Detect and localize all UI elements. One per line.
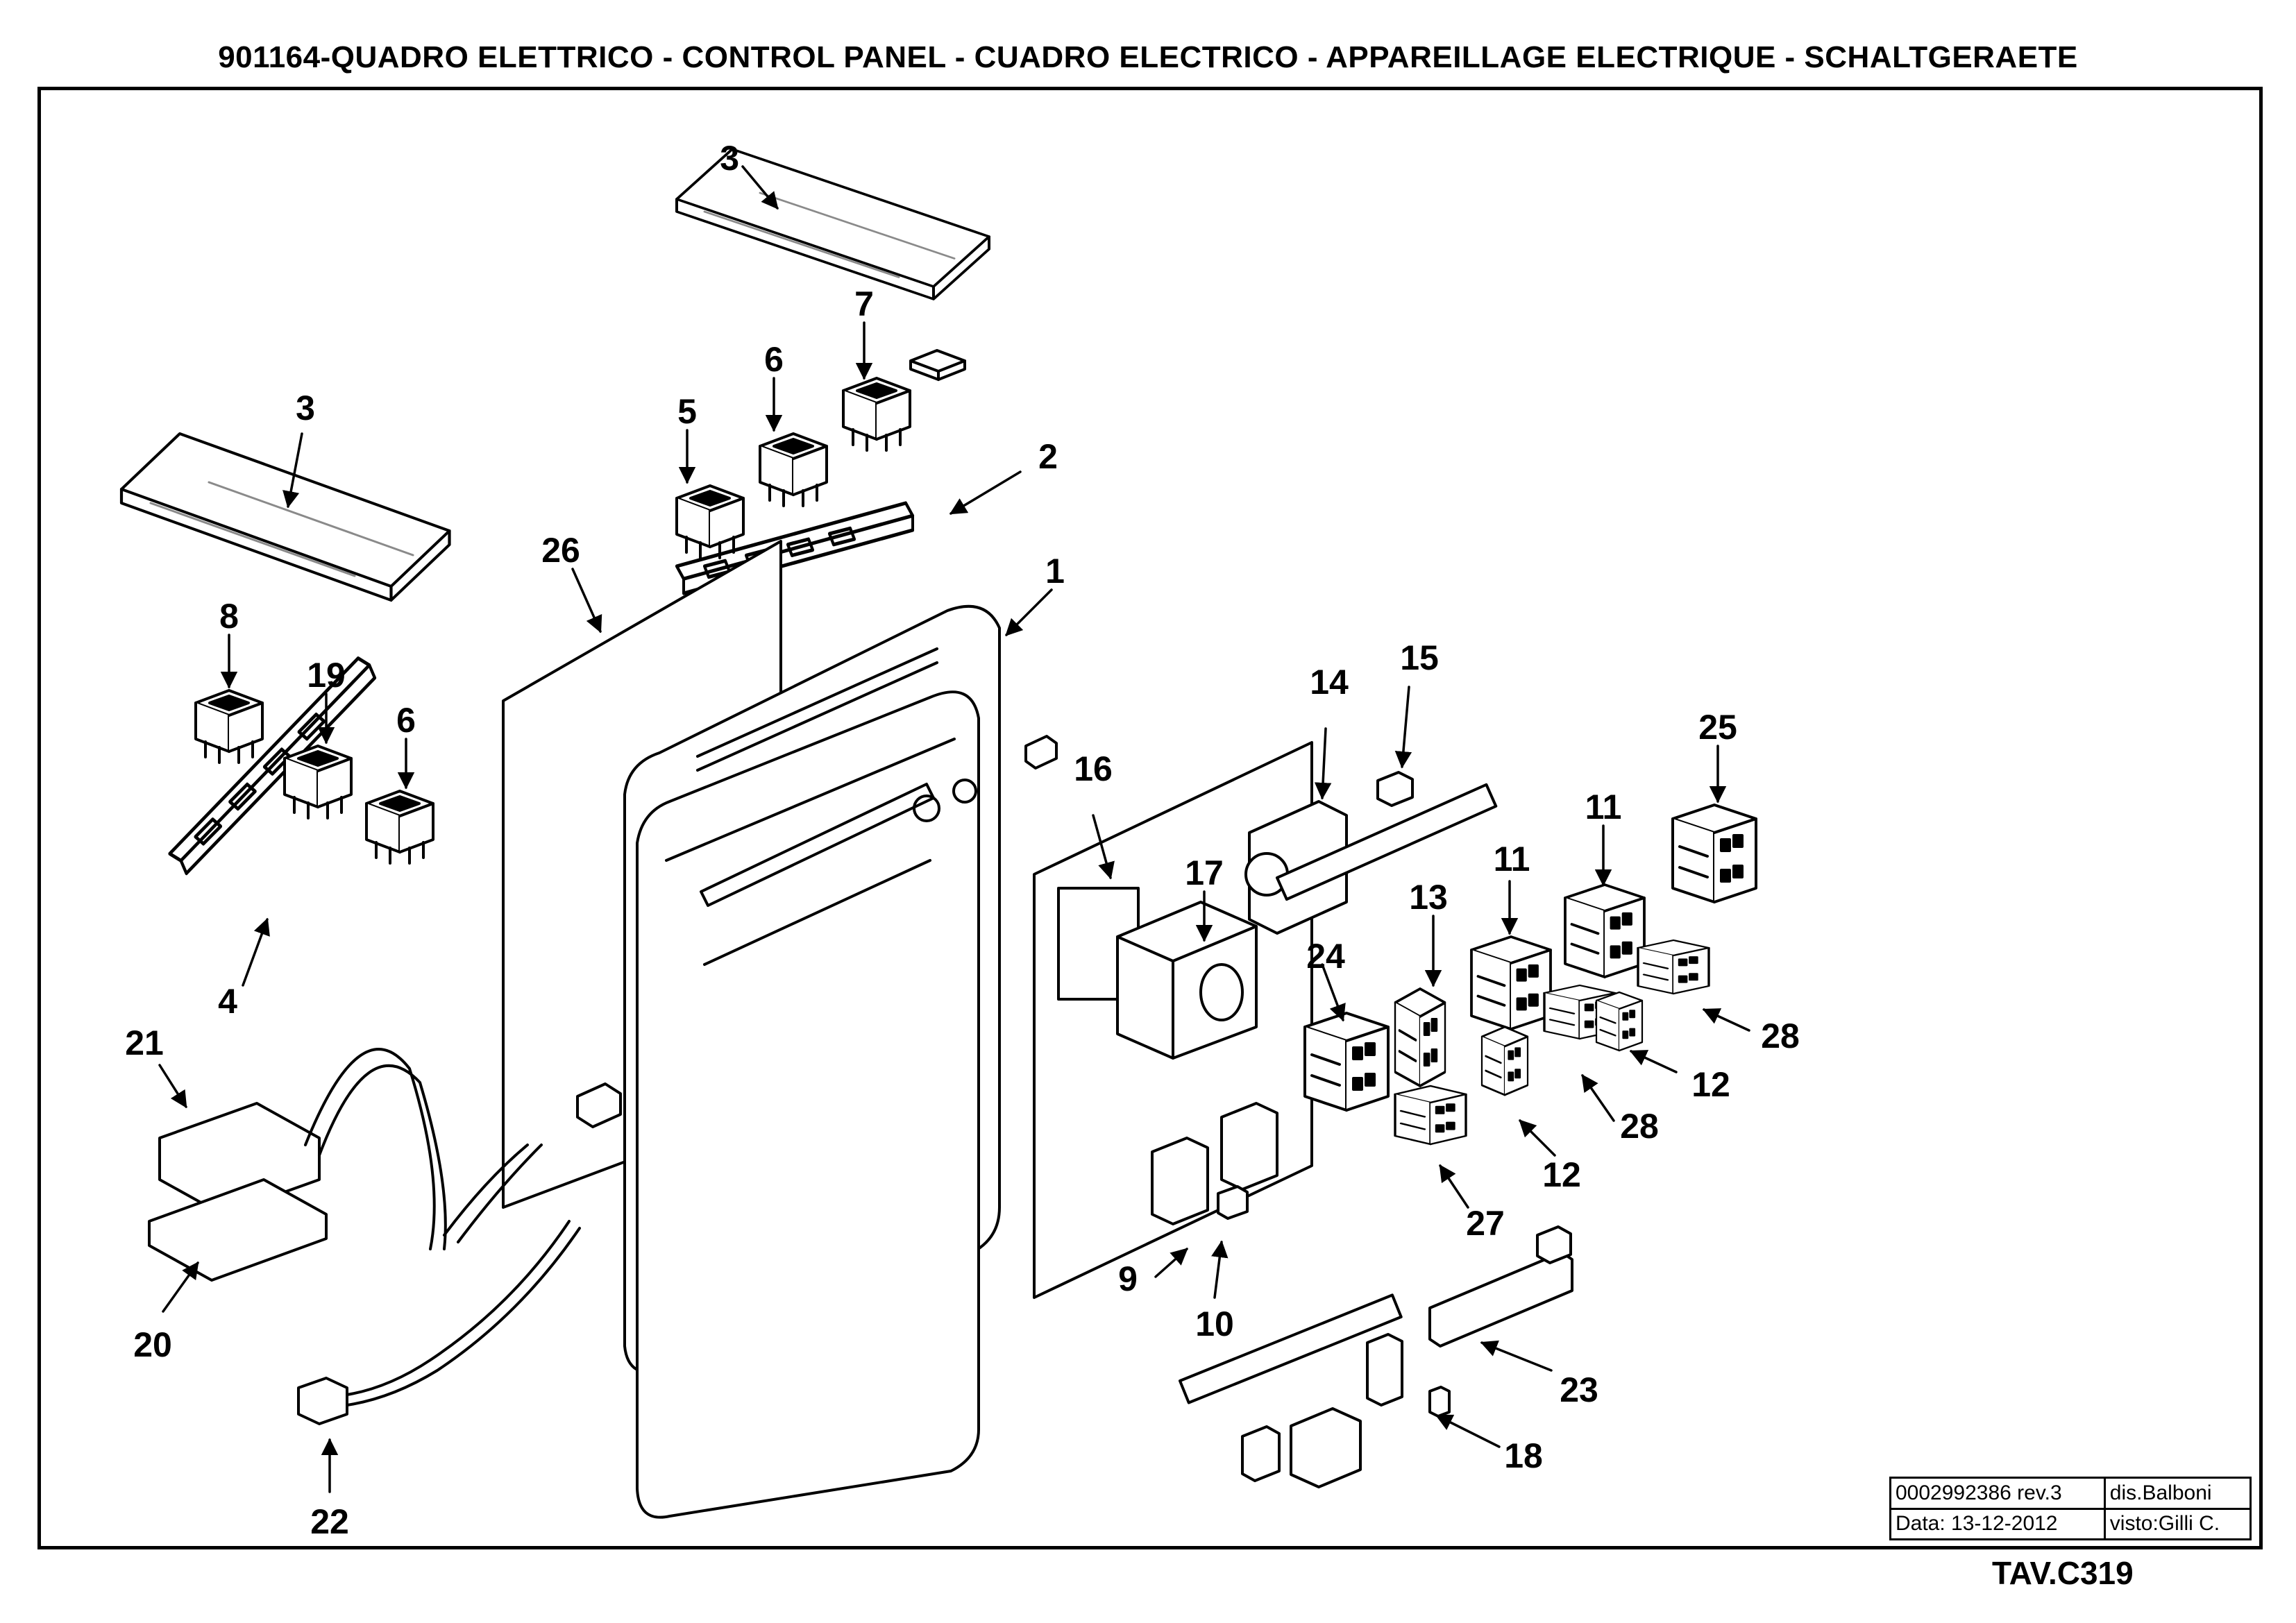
part-label-2: 2	[1038, 437, 1058, 476]
contactor-25	[1671, 804, 1757, 903]
part-label-14: 14	[1310, 663, 1349, 702]
switch-6-top	[759, 432, 828, 507]
terminals-bottom	[1241, 1333, 1451, 1488]
switch-cap	[909, 349, 966, 381]
part-label-28-left: 28	[1620, 1107, 1659, 1146]
contactor-24	[1303, 1012, 1390, 1112]
contactor-11-left	[1470, 935, 1552, 1030]
part-label-25: 25	[1698, 708, 1737, 747]
fuse-holders-9-10	[1151, 1102, 1278, 1225]
part-label-16: 16	[1074, 749, 1113, 788]
title-block: 0002992386 rev.3 dis.Balboni Data: 13-12…	[1889, 1477, 2252, 1540]
drawing-date: Data: 13-12-2012	[1889, 1507, 2106, 1540]
checked-by: visto:Gilli C.	[2103, 1507, 2252, 1540]
part-label-9: 9	[1118, 1259, 1138, 1298]
part-label-20: 20	[133, 1325, 172, 1364]
part-label-28-right: 28	[1761, 1017, 1800, 1055]
part-label-24: 24	[1306, 937, 1345, 976]
part-label-7: 7	[854, 284, 874, 323]
part-label-11-right: 11	[1585, 788, 1622, 826]
part-label-1: 1	[1045, 552, 1065, 590]
part-label-11-left: 11	[1494, 840, 1530, 878]
part-label-22: 22	[310, 1502, 349, 1541]
part-label-6-left: 6	[396, 701, 416, 740]
din-rail-lower	[1179, 1293, 1403, 1404]
contactor-11-right	[1564, 883, 1646, 978]
part-label-18: 18	[1504, 1436, 1543, 1475]
relay-13	[1394, 987, 1446, 1087]
part-label-19: 19	[307, 656, 346, 695]
sheet-id: TAV.C319	[1992, 1555, 2134, 1591]
switch-19	[283, 745, 353, 819]
aux-block-28-right	[1637, 939, 1710, 995]
solenoid-connector-22	[297, 1220, 581, 1425]
part-label-3-left: 3	[296, 389, 315, 427]
switch-plate-lower	[146, 654, 399, 877]
part-label-27: 27	[1466, 1204, 1505, 1243]
aux-block-27	[1394, 1085, 1467, 1146]
leader-arrows	[158, 165, 1750, 1493]
plexiglass-cover-left	[121, 434, 450, 600]
enclosure	[443, 540, 1058, 1519]
part-label-6-top: 6	[764, 340, 784, 379]
part-label-5: 5	[677, 392, 697, 431]
part-label-26: 26	[541, 531, 580, 570]
part-label-3-top: 3	[720, 139, 739, 178]
part-label-12-left: 12	[1542, 1155, 1581, 1194]
page-title: 901164-QUADRO ELETTRICO - CONTROL PANEL …	[218, 40, 2078, 74]
din-rail-upper	[1276, 783, 1498, 901]
switch-7	[842, 377, 911, 452]
aux-block-12-lower	[1480, 1026, 1529, 1096]
connector-20-21	[148, 1048, 447, 1282]
part-label-10: 10	[1195, 1305, 1234, 1343]
part-label-15: 15	[1400, 638, 1439, 677]
holder-15	[1376, 771, 1414, 807]
switch-5	[675, 484, 745, 559]
drawing-number: 0002992386 rev.3	[1889, 1477, 2106, 1510]
part-label-13: 13	[1409, 878, 1448, 917]
drawing-frame	[37, 87, 2263, 1549]
terminal-block-23	[1428, 1225, 1573, 1348]
part-label-21: 21	[125, 1023, 164, 1062]
switch-8	[194, 689, 264, 764]
part-label-23: 23	[1560, 1370, 1598, 1409]
part-label-12-right: 12	[1691, 1065, 1730, 1104]
aux-block-12-upper	[1595, 991, 1644, 1052]
part-label-8: 8	[219, 597, 239, 636]
drawn-by: dis.Balboni	[2103, 1477, 2252, 1510]
part-label-4: 4	[218, 982, 237, 1021]
part-label-17: 17	[1185, 853, 1224, 892]
switch-6-left	[365, 790, 434, 865]
